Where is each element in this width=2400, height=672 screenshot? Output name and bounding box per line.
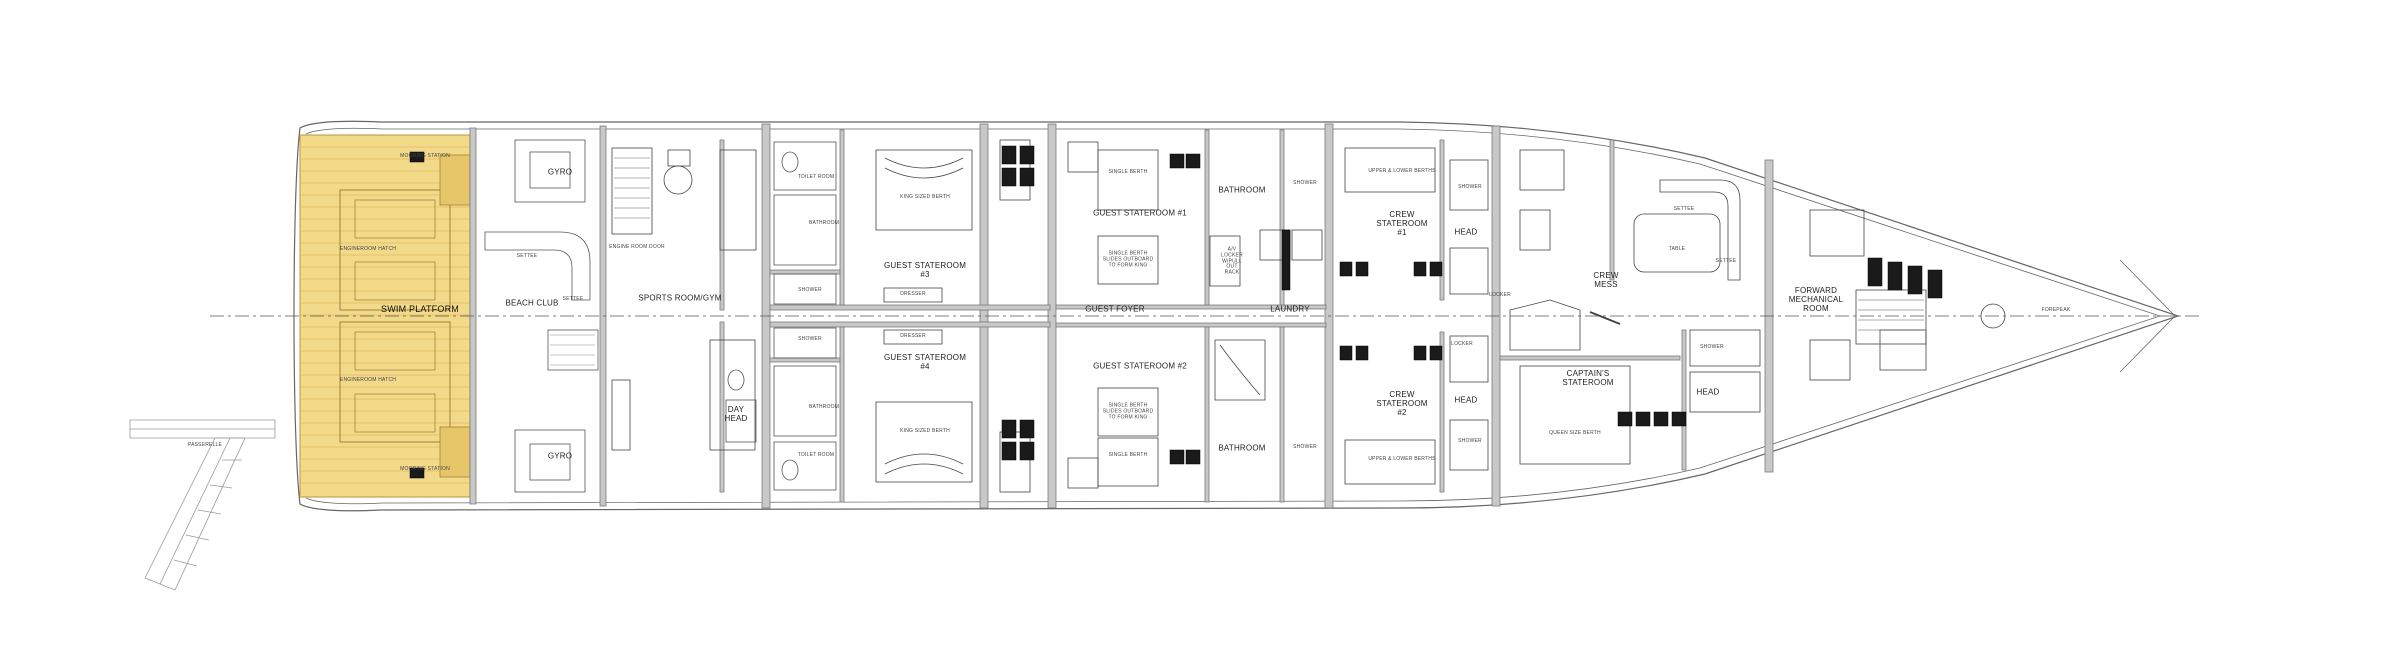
day-head-label: DAY HEAD (724, 404, 748, 423)
guest-stateroom-3-label: GUEST STATEROOM #3 (883, 260, 967, 279)
bathroom-label: BATHROOM (1218, 185, 1266, 195)
crew-stateroom-1-label: CREW STATEROOM #1 (1376, 210, 1428, 238)
locker-label: LOCKER (1451, 341, 1473, 348)
laundry-label: LAUNDRY (1270, 304, 1310, 314)
head-label: HEAD (1696, 387, 1720, 397)
upper-lower-berths-label: UPPER & LOWER BERTHS (1368, 168, 1436, 175)
guest-stateroom-1-label: GUEST STATEROOM #1 (1093, 208, 1187, 218)
forward-mechanical-label: FORWARD MECHANICAL ROOM (1788, 286, 1844, 314)
bathroom-label: BATHROOM (808, 220, 840, 227)
shower-label: SHOWER (1458, 184, 1482, 191)
engine-room-hatch-top-label: ENGINEROOM HATCH (339, 246, 397, 253)
bathroom-fixtures (725, 141, 837, 491)
shower-label: SHOWER (798, 287, 822, 294)
shower-label: SHOWER (1293, 180, 1317, 187)
settee-label: SETTEE (1715, 258, 1737, 265)
passerelle-ramp (129, 419, 276, 591)
upper-lower-berths-label: UPPER & LOWER BERTHS (1368, 456, 1436, 463)
crew-mess-label: CREW MESS (1593, 270, 1619, 289)
dresser-label: DRESSER (900, 291, 926, 298)
head-label: HEAD (1454, 395, 1478, 405)
engine-room-hatch-bottom-label: ENGINEROOM HATCH (339, 377, 397, 384)
crew-stateroom-2-label: CREW STATEROOM #2 (1376, 390, 1428, 418)
gyro-bottom-label: GYRO (547, 451, 573, 461)
passerelle-label: PASSERELLE (187, 442, 223, 449)
single-berth-label: SINGLE BERTH (1108, 452, 1148, 459)
bathroom-label: BATHROOM (808, 404, 840, 411)
king-berth-label: KING SIZED BERTH (900, 428, 950, 435)
shower-label: SHOWER (798, 336, 822, 343)
sports-room-label: SPORTS ROOM/GYM (638, 293, 722, 303)
shower-label: SHOWER (1700, 344, 1724, 351)
engine-room-door-label: ENGINE ROOM DOOR (609, 244, 665, 251)
captains-stateroom-fixtures (1509, 299, 1761, 465)
av-locker-label: A/V LOCKER W/PULL OUT RACK (1221, 246, 1243, 276)
table-label: TABLE (1668, 246, 1686, 253)
crew-mess-furniture (1519, 149, 1741, 325)
crew-stateroom-fixtures (1344, 147, 1489, 485)
machinery-blocks (409, 145, 1943, 479)
head-label: HEAD (1454, 227, 1478, 237)
dresser-label: DRESSER (900, 333, 926, 340)
settee-label: SETTEE (562, 296, 584, 303)
swim-platform-label: SWIM PLATFORM (381, 303, 459, 314)
settee-label: SETTEE (1673, 206, 1695, 213)
queen-berth-label: QUEEN SIZE BERTH (1549, 430, 1601, 437)
single-berth-label: SINGLE BERTH (1108, 169, 1148, 176)
beach-club-label: BEACH CLUB (505, 298, 559, 308)
toilet-room-top-label: TOILET ROOM (797, 174, 835, 181)
single-berth-slides-label: SINGLE BERTH SLIDES OUTBOARD TO FORM KIN… (1102, 402, 1154, 420)
guest-foyer-label: GUEST FOYER (1085, 304, 1145, 314)
guest-stateroom-2-label: GUEST STATEROOM #2 (1093, 361, 1187, 371)
mooring-station-bottom-label: MOORING STATION (400, 466, 450, 473)
captains-stateroom-label: CAPTAIN'S STATEROOM (1562, 368, 1614, 387)
shower-label: SHOWER (1293, 444, 1317, 451)
guest-stateroom-1-2-beds (1067, 141, 1159, 489)
shower-label: SHOWER (1458, 438, 1482, 445)
gyro-top-label: GYRO (547, 167, 573, 177)
guest-stateroom-3-4-beds (875, 139, 1031, 493)
forepeak-label: FOREPEAK (2041, 307, 2071, 314)
guest-stateroom-4-label: GUEST STATEROOM #4 (883, 352, 967, 371)
king-berth-label: KING SIZED BERTH (900, 194, 950, 201)
forward-mechanical-equipment (1809, 209, 2006, 381)
toilet-room-bottom-label: TOILET ROOM (797, 452, 835, 459)
locker-label: LOCKER (1489, 292, 1511, 299)
settee-label: SETTEE (516, 253, 538, 260)
beach-club-furniture (484, 139, 599, 493)
mooring-station-top-label: MOORING STATION (400, 153, 450, 160)
sports-room-equipment (611, 147, 757, 451)
single-berth-slides-label: SINGLE BERTH SLIDES OUTBOARD TO FORM KIN… (1102, 250, 1154, 268)
bathroom-label: BATHROOM (1218, 443, 1266, 453)
